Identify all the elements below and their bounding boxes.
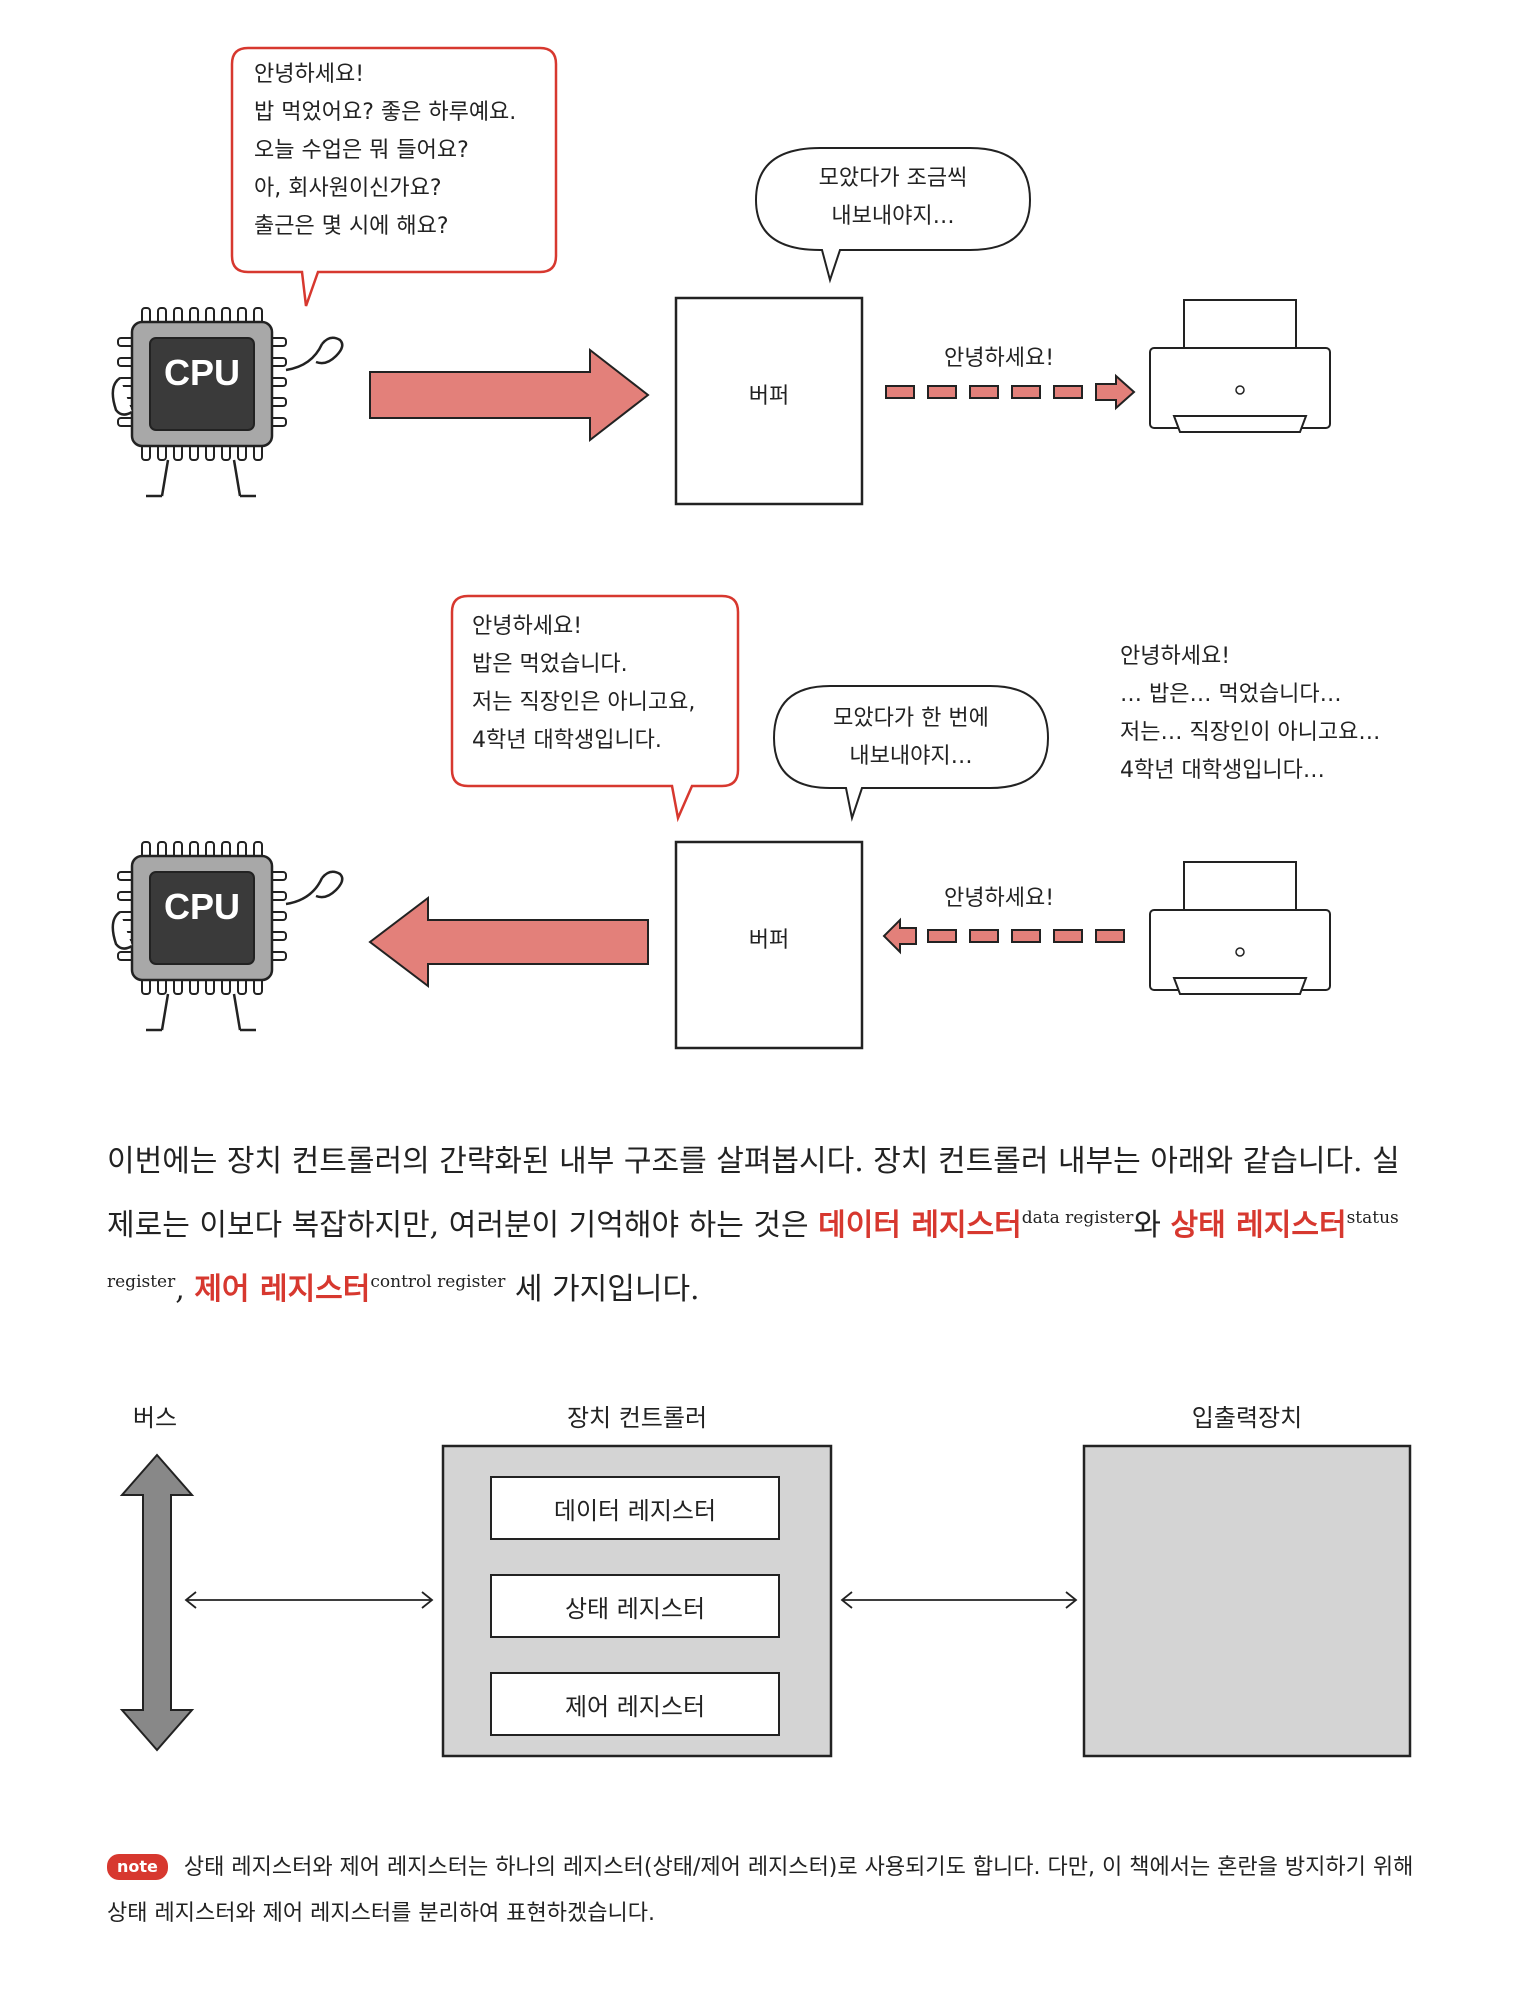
cpu-speech-bubble-2 xyxy=(450,594,740,823)
term-data-register-en: data register xyxy=(1021,1208,1134,1228)
bubble-line: 안녕하세요! xyxy=(472,614,583,639)
buffer-bubble-text: 모았다가 조금씩 내보내야지… xyxy=(760,160,1026,236)
buffer-thought-bubble xyxy=(754,147,1032,284)
note-badge: note xyxy=(107,1854,168,1880)
bubble-line: 안녕하세요! xyxy=(254,62,365,87)
bubble-line: 내보내야지… xyxy=(849,744,973,769)
output-line: … 밥은… 먹었습니다… xyxy=(1120,682,1342,707)
cpu-bubble-text: 안녕하세요! 밥 먹었어요? 좋은 하루예요. 오늘 수업은 뭐 들어요? 아,… xyxy=(254,56,516,246)
bubble-line: 저는 직장인은 아니고요, xyxy=(472,690,696,715)
cpu-chip-icon xyxy=(116,306,288,498)
bubble-line: 밥 먹었어요? 좋은 하루예요. xyxy=(254,100,517,125)
printer-output-text: 안녕하세요! … 밥은… 먹었습니다… 저는… 직장인이 아니고요… 4학년 대… xyxy=(1120,638,1380,790)
bus-double-arrow xyxy=(119,1453,195,1752)
printer-icon xyxy=(1149,299,1331,433)
output-line: 안녕하세요! xyxy=(1120,644,1231,669)
body-paragraph: 이번에는 장치 컨트롤러의 간략화된 내부 구조를 살펴봅시다. 장치 컨트롤러… xyxy=(107,1130,1427,1322)
buffer-bubble-text-2: 모았다가 한 번에 내보내야지… xyxy=(778,700,1044,776)
status-register-box: 상태 레지스터 xyxy=(490,1574,780,1638)
bubble-line: 밥은 먹었습니다. xyxy=(472,652,628,677)
buffer-label: 버퍼 xyxy=(748,384,790,409)
printer-to-buffer-dashed-arrow xyxy=(882,917,1125,955)
stream-text: 안녕하세요! xyxy=(944,346,1055,371)
buffer-label-2: 버퍼 xyxy=(748,928,790,953)
buffer-thought-bubble-2 xyxy=(772,685,1050,822)
cpu-label-2: CPU xyxy=(163,886,240,927)
bus-label: 버스 xyxy=(132,1404,178,1432)
control-register-box: 제어 레지스터 xyxy=(490,1672,780,1736)
controller-label: 장치 컨트롤러 xyxy=(566,1404,708,1432)
cpu-label: CPU xyxy=(163,352,240,393)
buffer-box-2 xyxy=(674,840,864,1050)
bubble-line: 내보내야지… xyxy=(831,204,955,229)
output-line: 저는… 직장인이 아니고요… xyxy=(1120,720,1381,745)
paragraph-text: , xyxy=(175,1272,195,1307)
stream-text-2: 안녕하세요! xyxy=(944,886,1055,911)
paragraph-text: 세 가지입니다. xyxy=(505,1272,700,1307)
buffer-box xyxy=(674,296,864,506)
printer-icon-2 xyxy=(1149,861,1331,995)
data-register-box: 데이터 레지스터 xyxy=(490,1476,780,1540)
io-device-label: 입출력장치 xyxy=(1191,1404,1303,1432)
paragraph-text: 이번에는 장치 컨트롤러의 간략화된 내부 구조를 살펴봅시다. 장치 컨트롤러… xyxy=(107,1144,1400,1243)
buffer-to-printer-dashed-arrow xyxy=(885,373,1136,411)
term-status-register-en: status register xyxy=(107,1208,1399,1292)
note-text: 상태 레지스터와 제어 레지스터는 하나의 레지스터(상태/제어 레지스터)로 … xyxy=(107,1855,1414,1926)
term-control-register: 제어 레지스터 xyxy=(194,1272,371,1307)
io-device-box xyxy=(1082,1444,1412,1758)
bubble-line: 모았다가 한 번에 xyxy=(833,706,989,731)
bubble-line: 아, 회사원이신가요? xyxy=(254,176,442,201)
term-control-register-en: control register xyxy=(370,1272,506,1292)
paragraph-text: 와 xyxy=(1133,1208,1171,1243)
bubble-line: 4학년 대학생입니다. xyxy=(472,728,662,753)
controller-io-connector xyxy=(840,1591,1078,1609)
cpu-to-buffer-arrow xyxy=(369,347,650,443)
bubble-line: 출근은 몇 시에 해요? xyxy=(254,214,449,239)
cpu-bubble-text-2: 안녕하세요! 밥은 먹었습니다. 저는 직장인은 아니고요, 4학년 대학생입니… xyxy=(472,608,695,760)
cpu-speech-bubble xyxy=(230,46,558,307)
bus-controller-connector xyxy=(184,1591,434,1609)
bubble-line: 오늘 수업은 뭐 들어요? xyxy=(254,138,469,163)
cpu-chip-icon-2 xyxy=(116,840,288,1032)
output-line: 4학년 대학생입니다… xyxy=(1120,758,1325,783)
bubble-line: 모았다가 조금씩 xyxy=(818,166,968,191)
buffer-to-cpu-arrow xyxy=(368,895,649,989)
term-status-register: 상태 레지스터 xyxy=(1170,1208,1347,1243)
term-data-register: 데이터 레지스터 xyxy=(818,1208,1022,1243)
